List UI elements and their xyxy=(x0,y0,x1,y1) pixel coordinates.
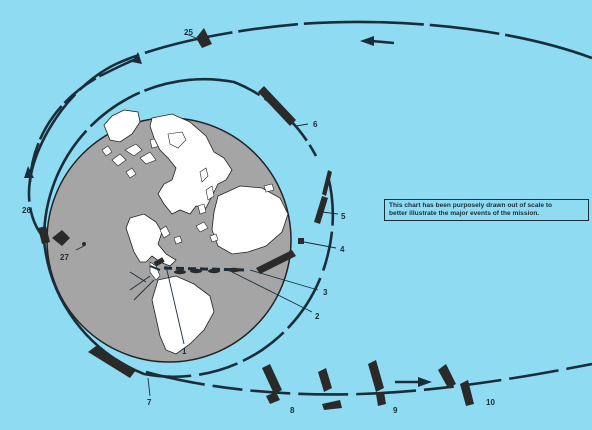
leader-lines xyxy=(75,33,339,397)
command-module-icon xyxy=(196,28,212,48)
spacecraft-icon xyxy=(266,392,280,404)
event-label-6: 6 xyxy=(313,120,318,129)
greenland-landmass xyxy=(103,109,141,143)
spacecraft-icon xyxy=(438,364,456,388)
parachute-icon xyxy=(52,230,70,246)
stage-debris-icon xyxy=(190,268,202,274)
direction-arrows xyxy=(24,36,432,387)
splashdown-icon xyxy=(82,242,86,246)
event-label-4: 4 xyxy=(340,245,345,254)
earth xyxy=(46,109,292,363)
event-labels: 1 2 3 4 5 6 7 8 9 10 25 26 27 xyxy=(22,28,495,415)
island-chain xyxy=(197,167,215,215)
small-stage-icon xyxy=(298,238,304,244)
event-label-26: 26 xyxy=(22,206,31,215)
launch-trajectory xyxy=(149,265,247,272)
spacecraft-icon xyxy=(460,380,474,406)
arrow-down-left-icon xyxy=(24,166,34,178)
caribbean-islands xyxy=(159,225,183,245)
spacecraft-icon xyxy=(318,368,332,392)
stage-debris-icon xyxy=(208,268,220,274)
event-label-5: 5 xyxy=(341,212,346,221)
arctic-islands xyxy=(101,137,161,179)
stage-debris-icon xyxy=(228,267,240,273)
rocket-stage-icon xyxy=(322,170,332,196)
command-module-icon xyxy=(38,226,50,244)
north-america-landmass xyxy=(125,213,177,267)
event-label-1: 1 xyxy=(182,347,187,356)
spacecraft-icon xyxy=(368,360,384,392)
spacecraft-icon xyxy=(322,400,342,410)
arrow-left-icon xyxy=(360,36,374,46)
scale-note: This chart has been purposely drawn out … xyxy=(384,199,589,221)
scale-note-line-2: better illustrate the major events of th… xyxy=(389,210,540,217)
launch-vehicle-icon xyxy=(153,257,165,267)
rocket-stage-icon xyxy=(88,346,136,378)
event-label-7: 7 xyxy=(147,398,152,407)
translunar-path xyxy=(145,362,592,396)
rocket-stage-icon xyxy=(314,196,328,224)
small-islands xyxy=(195,183,275,243)
event-label-3: 3 xyxy=(323,288,328,297)
event-label-9: 9 xyxy=(393,406,398,415)
event-label-8: 8 xyxy=(290,406,295,415)
northern-landmass xyxy=(167,131,187,149)
event-label-2: 2 xyxy=(315,312,320,321)
return-path xyxy=(27,20,592,241)
arrow-right-icon xyxy=(418,377,432,387)
australia-landmass xyxy=(211,185,289,255)
stage-debris-icon xyxy=(174,269,186,275)
scale-note-line-1: This chart has been purposely drawn out … xyxy=(389,202,553,209)
rocket-stage-icon xyxy=(256,250,296,274)
spacecraft-icons xyxy=(38,28,474,410)
rocket-stage-icon xyxy=(258,86,296,126)
south-america-landmass xyxy=(151,275,215,355)
spacecraft-icon xyxy=(262,364,282,394)
event-label-25: 25 xyxy=(184,28,193,37)
spacecraft-icon xyxy=(376,392,386,406)
event-label-10: 10 xyxy=(486,398,495,407)
arrow-up-icon xyxy=(132,52,142,64)
event-label-27: 27 xyxy=(60,253,69,262)
